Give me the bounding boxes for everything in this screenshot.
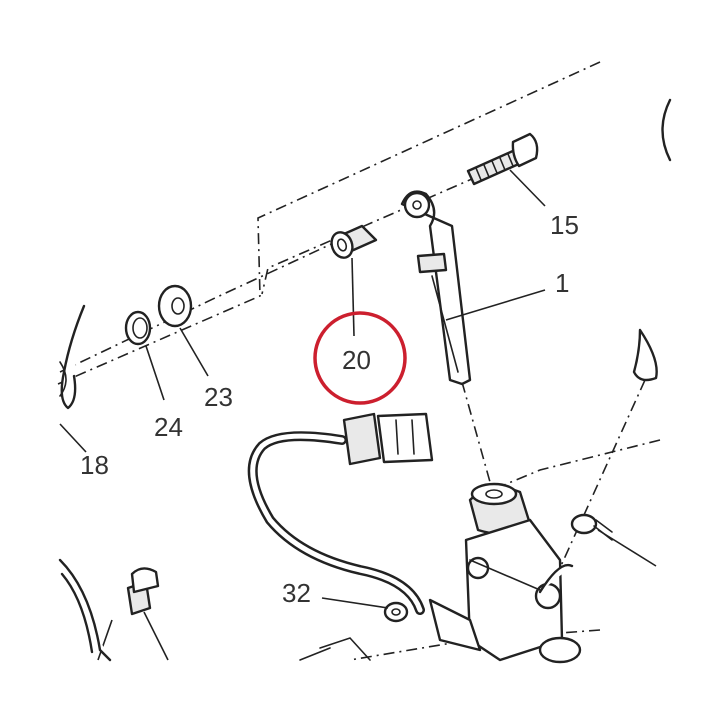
callout-23: 23 (204, 382, 233, 412)
phantom-line-lower (349, 629, 601, 661)
spring-clip-icon (59, 304, 86, 410)
bushing-icon (330, 224, 378, 259)
callout-1: 1 (555, 268, 569, 298)
phantom-line-middle (261, 157, 521, 295)
callout-15: 15 (550, 210, 579, 240)
leader-lines (59, 169, 657, 609)
callout-18: 18 (80, 450, 109, 480)
leader-20 (351, 257, 355, 337)
leader-24 (145, 345, 165, 401)
master-cylinder-icon (464, 482, 582, 664)
edge-part-outline (661, 98, 672, 162)
washer-32-icon (299, 598, 482, 661)
phantom-line-upper (57, 61, 601, 385)
highlight-ring (313, 311, 407, 405)
phantom-line-hose-axis (559, 379, 646, 569)
screw-lower-icon (58, 558, 169, 662)
hose-clip-icon (570, 328, 658, 541)
o-ring-icon (124, 310, 152, 346)
hex-socket-screw-icon (466, 132, 539, 186)
phantom-line-washers (59, 239, 341, 373)
washer-icon (157, 284, 193, 328)
leader-32 (321, 597, 389, 609)
leader-15 (509, 169, 546, 207)
assembly-axis-lines (57, 61, 661, 661)
phantom-line-rod-axis (461, 381, 491, 483)
electrical-connector-icon (247, 412, 434, 615)
pushrod-icon (400, 190, 472, 386)
leader-clip (597, 529, 657, 567)
callout-24: 24 (154, 412, 183, 442)
callout-32: 32 (282, 578, 311, 608)
leader-18 (59, 423, 87, 453)
callout-20: 20 (342, 345, 371, 375)
leader-1 (445, 289, 546, 321)
leader-23 (179, 327, 209, 377)
